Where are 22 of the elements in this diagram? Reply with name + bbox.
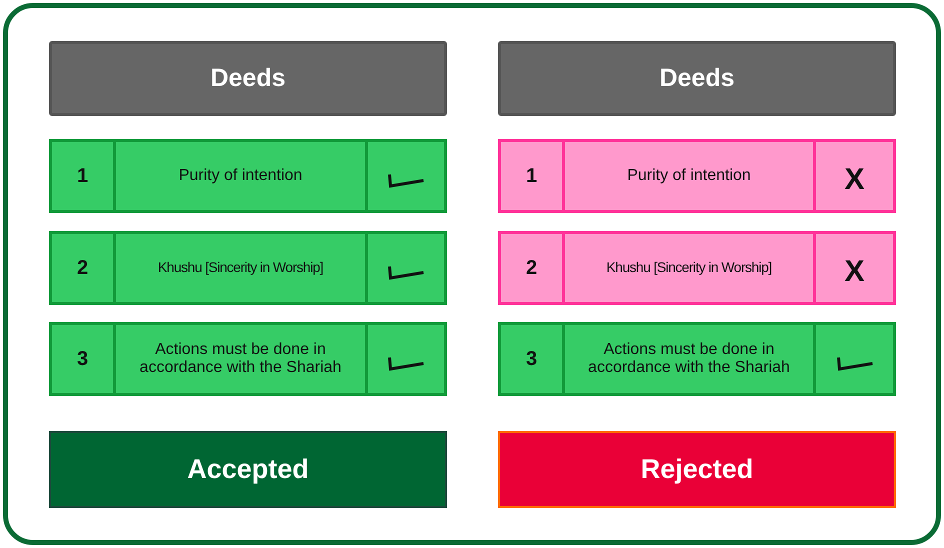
criterion-cell: Purity of intention <box>113 139 368 213</box>
number-cell: 1 <box>49 139 116 213</box>
number-cell: 2 <box>49 231 116 305</box>
criterion-cell: Actions must be done in accordance with the Shariah <box>113 322 368 396</box>
status-cell: X <box>813 231 896 305</box>
status-cell <box>365 139 447 213</box>
criterion-cell: Actions must be done in accordance with the Shariah <box>562 322 816 396</box>
number-cell: 1 <box>498 139 565 213</box>
header-bar: Deeds <box>49 41 447 116</box>
number-cell: 2 <box>498 231 565 305</box>
status-cell <box>365 322 447 396</box>
number-cell: 3 <box>498 322 565 396</box>
criterion-cell: Khushu [Sincerity in Worship] <box>562 231 816 305</box>
criterion-cell: Purity of intention <box>562 139 816 213</box>
verdict-banner: Rejected <box>498 431 896 508</box>
criterion-cell: Khushu [Sincerity in Worship] <box>113 231 368 305</box>
status-cell: X <box>813 139 896 213</box>
number-cell: 3 <box>49 322 116 396</box>
verdict-banner: Accepted <box>49 431 447 508</box>
header-bar: Deeds <box>498 41 896 116</box>
status-cell <box>813 322 896 396</box>
status-cell <box>365 231 447 305</box>
